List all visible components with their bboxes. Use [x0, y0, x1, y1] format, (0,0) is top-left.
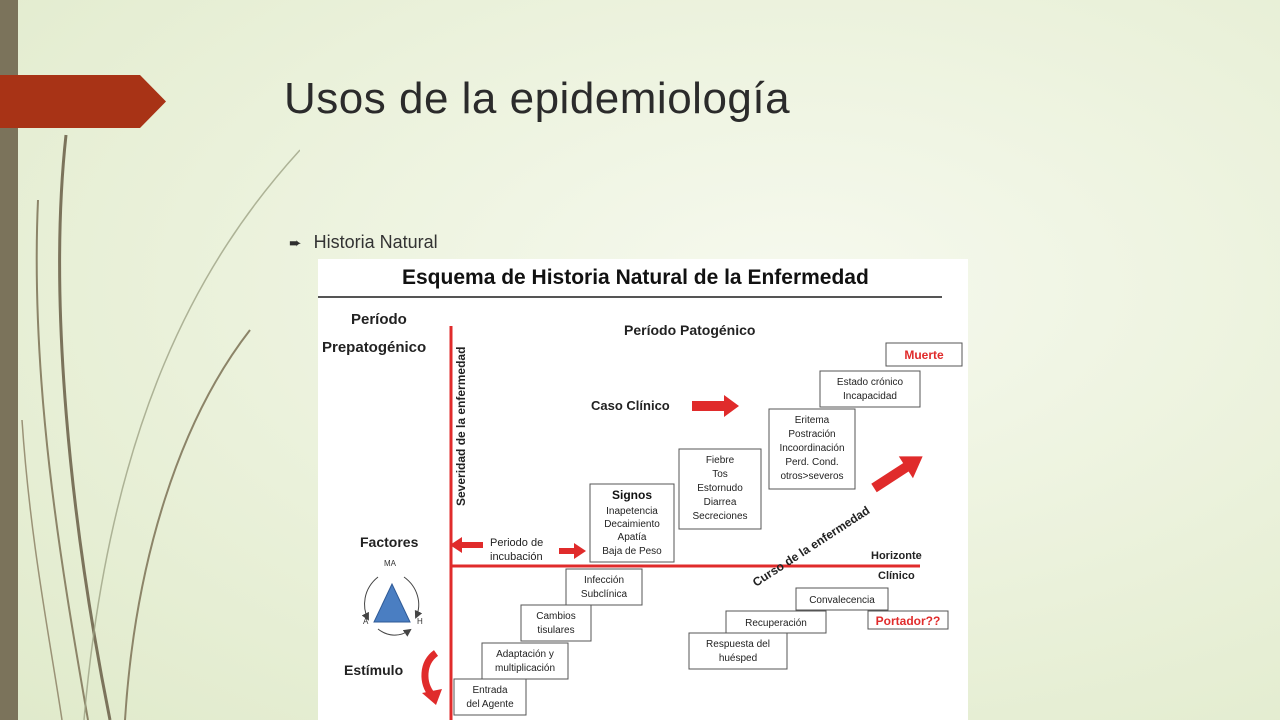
- eritema-item: otros>severos: [780, 471, 843, 482]
- agent-host-environment-triangle: [361, 576, 423, 637]
- convalecencia-label: Convalecencia: [809, 595, 875, 606]
- severity-axis-label: Severidad de la enfermedad: [454, 347, 468, 506]
- incubacion-label-line1: Periodo de: [490, 537, 543, 549]
- signos-item: Apatía: [618, 532, 647, 543]
- incubacion-left-arrow: [450, 537, 483, 553]
- signos-item: Inapetencia: [606, 506, 658, 517]
- fiebre-item: Diarrea: [704, 497, 737, 508]
- adaptacion-line1: Adaptación y: [496, 649, 554, 660]
- adaptacion-box: [481, 642, 569, 680]
- arrow-bullet-icon: ➨: [289, 234, 302, 252]
- prepatogenico-label-line1: Período: [351, 311, 407, 328]
- eritema-box: [768, 408, 856, 490]
- title-accent-tab: [0, 75, 166, 128]
- infeccion-line1: Infección: [584, 575, 624, 586]
- recuperacion-label: Recuperación: [745, 618, 807, 629]
- eritema-item: Eritema: [795, 415, 830, 426]
- curso-red-arrow: [871, 456, 923, 493]
- estado-cronico-line2: Incapacidad: [843, 391, 897, 402]
- fiebre-item: Fiebre: [706, 455, 735, 466]
- signos-heading: Signos: [612, 488, 652, 502]
- estimulo-label: Estímulo: [344, 662, 403, 678]
- estado-cronico-box: [819, 370, 921, 408]
- fiebre-item: Secreciones: [692, 511, 747, 522]
- signos-item: Decaimiento: [604, 519, 660, 530]
- entrada-box: [453, 678, 527, 716]
- caso-clinico-arrow: [692, 395, 739, 417]
- infeccion-box: [565, 568, 643, 606]
- sidebar-bar: [0, 0, 18, 720]
- cambios-line2: tisulares: [537, 625, 574, 636]
- bullet-text: Historia Natural: [313, 232, 438, 252]
- fiebre-box: [678, 448, 762, 530]
- signos-box: [589, 483, 675, 563]
- respuesta-line1: Respuesta del: [706, 639, 770, 650]
- convalecencia-box: [795, 587, 889, 611]
- horizonte-label-line1: Horizonte: [871, 550, 922, 562]
- patogenico-label: Período Patogénico: [624, 322, 755, 338]
- eritema-item: Perd. Cond.: [785, 457, 838, 468]
- infeccion-line2: Subclínica: [581, 589, 628, 600]
- diagram-title: Esquema de Historia Natural de la Enferm…: [402, 266, 869, 289]
- prepatogenico-label-line2: Prepatogénico: [322, 339, 426, 356]
- estado-cronico-line1: Estado crónico: [837, 377, 904, 388]
- triangle-label-h: H: [417, 617, 423, 626]
- cambios-line1: Cambios: [536, 611, 575, 622]
- incubacion-label-line2: incubación: [490, 551, 543, 563]
- respuesta-line2: huésped: [719, 653, 757, 664]
- bullet-item: ➨ Historia Natural: [289, 232, 438, 253]
- estimulo-curved-arrow: [421, 650, 442, 705]
- entrada-line2: del Agente: [466, 699, 514, 710]
- triangle-label-ma: MA: [384, 559, 397, 568]
- horizonte-label-line2: Clínico: [878, 570, 915, 582]
- respuesta-box: [688, 632, 788, 670]
- adaptacion-line2: multiplicación: [495, 663, 555, 674]
- incubacion-right-arrow: [559, 543, 586, 559]
- curso-label: Curso de la enfermedad: [750, 503, 872, 589]
- signos-item: Baja de Peso: [602, 546, 662, 557]
- decorative-lines: [21, 134, 300, 720]
- muerte-box: [885, 342, 963, 367]
- fiebre-item: Estornudo: [697, 483, 743, 494]
- factores-label: Factores: [360, 534, 419, 550]
- caso-clinico-label: Caso Clínico: [591, 398, 670, 413]
- eritema-item: Incoordinación: [779, 443, 844, 454]
- fiebre-item: Tos: [712, 469, 728, 480]
- muerte-label: Muerte: [904, 348, 944, 362]
- cambios-box: [520, 604, 592, 642]
- entrada-line1: Entrada: [472, 685, 507, 696]
- eritema-item: Postración: [788, 429, 835, 440]
- slide-title: Usos de la epidemiología: [284, 74, 791, 123]
- portador-box: [867, 610, 949, 630]
- natural-history-diagram: Esquema de Historia Natural de la Enferm…: [318, 259, 968, 720]
- portador-label: Portador??: [876, 614, 941, 628]
- triangle-label-a: A: [363, 617, 369, 626]
